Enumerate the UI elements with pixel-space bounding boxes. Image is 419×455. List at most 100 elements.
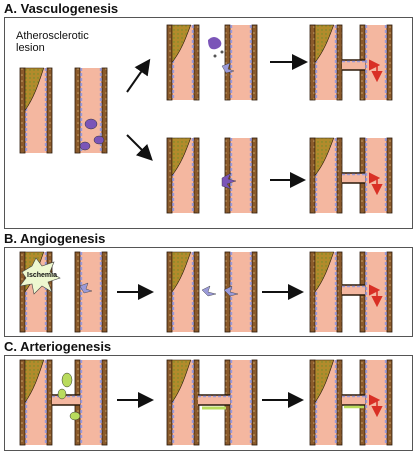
cytokine-dot [220,50,224,54]
bridge-lumen [342,285,365,295]
vessel-wall-right [101,359,108,446]
vessel-wall-right [46,359,53,446]
smooth-muscle-cell [61,372,73,388]
ischemia-burst [19,257,61,295]
panel-a-title: A. Vasculogenesis [4,1,119,16]
vessel-wall-right [101,251,108,333]
incorporating-progenitor-cell [221,172,237,190]
mature-collateral-artery [342,394,365,406]
vessel-segment [166,24,200,101]
smooth-muscle-cell [57,388,67,400]
vessel-segment [309,359,343,446]
vessel-wall-right [386,24,393,101]
vessel-segment [309,24,343,101]
vessel-lumen [80,252,102,332]
vessel-lumen [365,25,387,100]
vessel-segment [166,137,200,214]
vessel-wall-left [309,359,316,446]
vessel-wall-left [309,137,316,214]
vessel-wall-left [166,137,173,214]
progenitor-cell [79,141,91,151]
annotation-atherosclerotic-lesion: Atherosclerotic lesion [16,30,89,54]
migrating-progenitor-cell [208,37,222,50]
cytokine-dot [213,54,217,58]
panel-c-title: C. Arteriogenesis [4,339,112,354]
vessel-wall-right [251,359,258,446]
vessel-wall-right [386,359,393,446]
vessel-wall-left [74,251,81,333]
endothelial-sprout [201,285,217,297]
vessel-wall-right [251,251,258,333]
atherosclerotic-lesion [314,359,335,404]
atherosclerotic-lesion [314,24,335,64]
vessel-wall-left [224,24,231,101]
vessel-lumen [365,138,387,213]
vessel-segment [166,251,200,333]
endothelial-sprout [223,285,239,297]
vessel-segment [166,359,200,446]
smooth-muscle-cell [69,411,81,421]
vessel-segment [309,137,343,214]
vessel-wall-left [19,67,26,154]
vessel-lumen [365,252,387,332]
vessel-wall-right [101,67,108,154]
vessel-lumen [365,360,387,445]
vessel-lumen [230,138,252,213]
vessel-wall-right [251,24,258,101]
endothelial-sprout [79,282,93,294]
vessel-lumen [80,68,102,153]
vessel-wall-right [193,251,200,333]
atherosclerotic-lesion [24,67,45,112]
vessel-lumen [80,360,102,445]
process-arrow [126,58,151,93]
collateral-bridge [342,59,365,71]
bridge-lumen [52,395,80,405]
panel-b-title: B. Angiogenesis [4,231,106,246]
vessel-wall-left [166,251,173,333]
vessel-wall-left [309,24,316,101]
vessel-wall-right [386,137,393,214]
vessel-segment [224,24,258,101]
maturing-collateral [198,394,230,406]
atherosclerotic-lesion [314,137,335,177]
atherosclerotic-lesion [314,251,335,293]
small-collateral [52,394,80,406]
vessel-segment [19,67,53,154]
vessel-wall-right [193,24,200,101]
vessel-wall-right [336,137,343,214]
bridge-lumen [342,395,365,405]
endothelial-sprout [221,62,235,74]
vessel-segment [19,359,53,446]
vessel-wall-left [74,67,81,154]
vessel-wall-left [19,359,26,446]
vessel-wall-left [166,359,173,446]
bridge-lumen [342,60,365,70]
progenitor-cell [84,118,98,130]
bridge-lumen [342,173,365,183]
collateral-bridge [342,284,365,296]
vessel-wall-left [309,251,316,333]
panel-a-vasculogenesis [4,17,413,229]
vessel-lumen [230,252,252,332]
vessel-wall-right [336,24,343,101]
vessel-wall-right [336,251,343,333]
vessel-segment [74,251,108,333]
vessel-wall-right [251,137,258,214]
atherosclerotic-lesion [171,137,192,177]
bridge-lumen [198,395,230,405]
vessel-lumen [230,25,252,100]
vessel-wall-right [386,251,393,333]
vessel-wall-right [193,137,200,214]
vessel-wall-left [166,24,173,101]
process-arrow [126,134,153,161]
collateral-bridge [342,172,365,184]
vessel-wall-right [336,359,343,446]
vessel-lumen [230,360,252,445]
progenitor-cell [93,135,105,145]
atherosclerotic-lesion [171,359,192,404]
annotation-ischemia: Ischemia [27,272,57,279]
atherosclerotic-lesion [24,359,45,404]
atherosclerotic-lesion [171,24,192,64]
vessel-wall-left [19,251,26,333]
